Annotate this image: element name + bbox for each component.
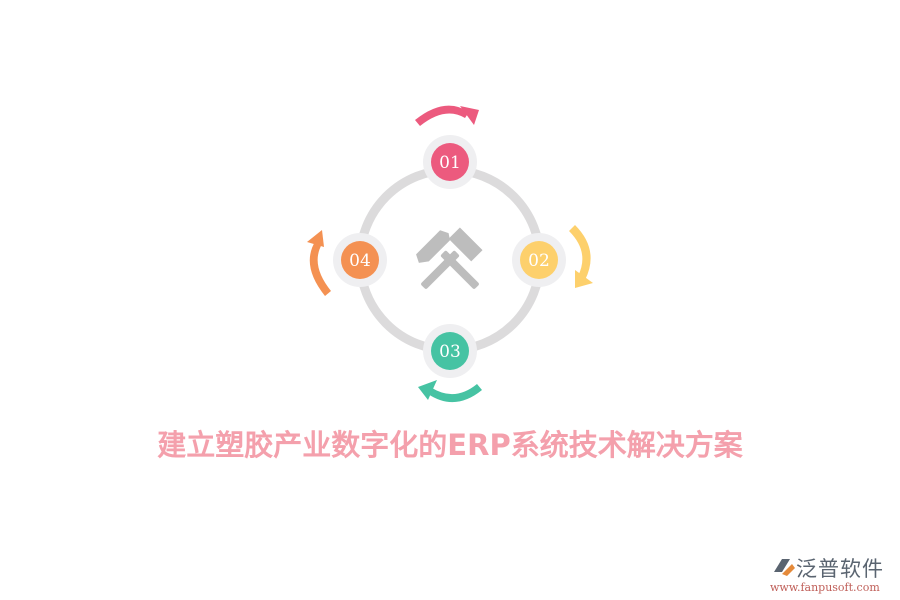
step-node-01: 01 <box>423 135 477 189</box>
arrow-03-icon <box>418 380 482 403</box>
brand-logo: 泛普软件 www.fanpusoft.com <box>768 553 896 597</box>
arrow-01-icon <box>415 105 479 126</box>
node-03-dot <box>431 332 469 370</box>
cycle-diagram: 01 02 03 04 <box>307 105 593 403</box>
arrow-04-icon <box>307 230 331 296</box>
step-node-04: 04 <box>333 233 387 287</box>
node-01-label: 01 <box>439 153 461 173</box>
node-04-label: 04 <box>349 251 371 271</box>
step-node-02: 02 <box>512 233 566 287</box>
node-04-dot <box>341 241 379 279</box>
fanpu-logo-icon <box>774 559 795 576</box>
brand-name: 泛普软件 <box>796 557 884 581</box>
arrow-02-icon <box>569 225 593 288</box>
node-01-dot <box>431 143 469 181</box>
node-02-dot <box>520 241 558 279</box>
step-node-03: 03 <box>423 324 477 378</box>
node-02-label: 02 <box>528 251 550 271</box>
page-title: 建立塑胶产业数字化的ERP系统技术解决方案 <box>157 428 743 462</box>
crossed-hammers-icon <box>416 227 483 289</box>
brand-url: www.fanpusoft.com <box>770 581 880 594</box>
node-03-label: 03 <box>439 342 461 362</box>
